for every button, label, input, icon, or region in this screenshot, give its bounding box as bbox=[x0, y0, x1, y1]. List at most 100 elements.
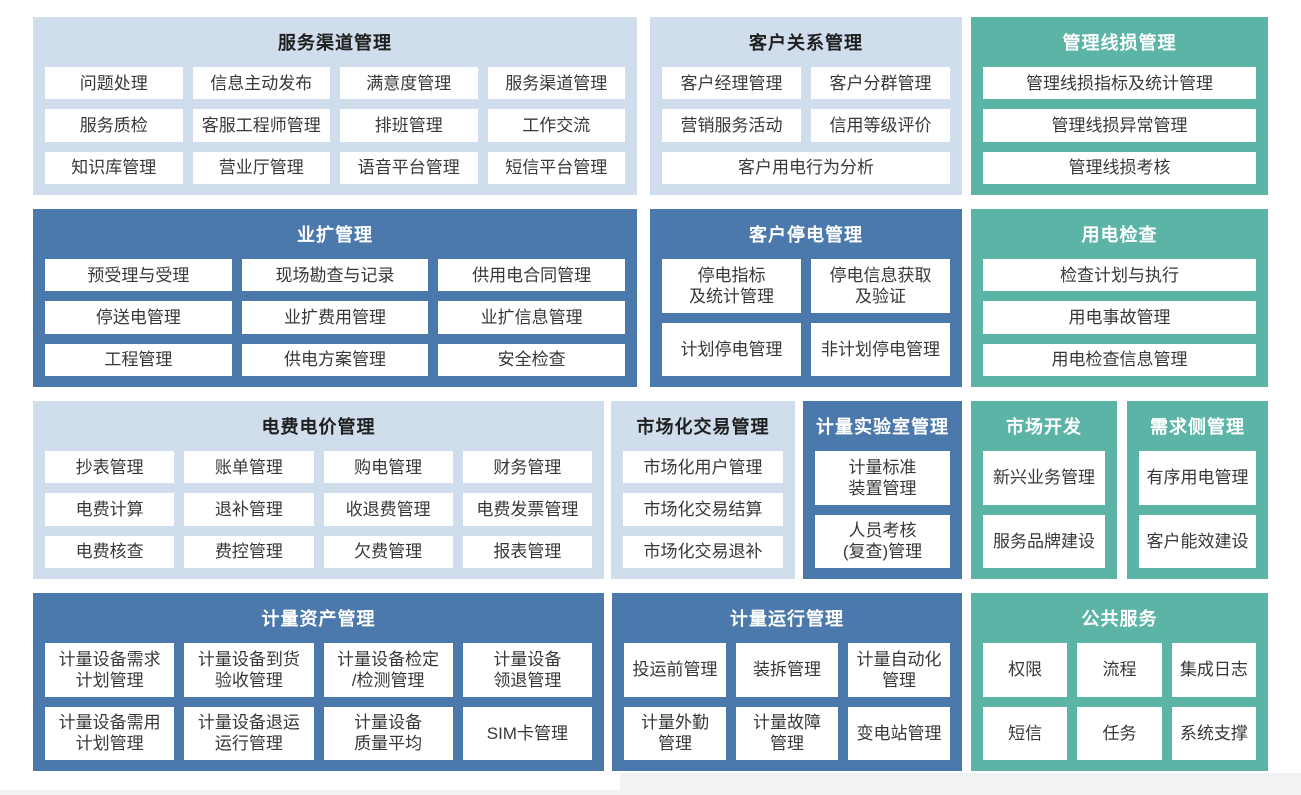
block-items-grid: 市场化用户管理 市场化交易结算 市场化交易退补 bbox=[623, 451, 783, 568]
block-items-grid: 权限 流程 集成日志 短信 任务 系统支撑 bbox=[983, 643, 1256, 760]
module-item: 欠费管理 bbox=[323, 535, 453, 568]
module-item: 营业厅管理 bbox=[192, 151, 330, 184]
module-item: 电费发票管理 bbox=[462, 493, 592, 526]
module-item: 权限 bbox=[983, 643, 1068, 697]
block-public-services: 公共服务 权限 流程 集成日志 短信 任务 系统支撑 bbox=[971, 593, 1268, 771]
block-title: 计量资产管理 bbox=[261, 609, 376, 629]
block-demand-side-management: 需求侧管理 有序用电管理 客户能效建设 bbox=[1127, 401, 1268, 579]
block-title: 服务渠道管理 bbox=[278, 33, 392, 53]
module-item: 装拆管理 bbox=[736, 643, 838, 697]
block-title: 业扩管理 bbox=[297, 225, 373, 245]
module-item: 供电方案管理 bbox=[241, 343, 429, 376]
module-item: 排班管理 bbox=[340, 109, 478, 142]
module-item: 预受理与受理 bbox=[45, 259, 232, 292]
block-items-grid: 预受理与受理 现场勘查与记录 供用电合同管理 停送电管理 业扩费用管理 业扩信息… bbox=[45, 259, 625, 376]
block-items-grid: 停电指标 及统计管理 停电信息获取 及验证 计划停电管理 非计划停电管理 bbox=[662, 259, 950, 376]
block-title: 电费电价管理 bbox=[261, 417, 376, 437]
module-item: 电费核查 bbox=[45, 535, 175, 568]
page-edge-shadow bbox=[620, 773, 1301, 795]
module-item: 知识库管理 bbox=[45, 151, 183, 184]
block-power-usage-inspection: 用电检查 检查计划与执行 用电事故管理 用电检查信息管理 bbox=[971, 209, 1268, 387]
block-title: 客户停电管理 bbox=[749, 225, 863, 245]
module-item: 计量标准 装置管理 bbox=[815, 451, 950, 505]
module-item: 账单管理 bbox=[184, 451, 314, 484]
block-service-channel-management: 服务渠道管理 问题处理 信息主动发布 满意度管理 服务渠道管理 服务质检 客服工… bbox=[33, 17, 637, 195]
block-title: 计量实验室管理 bbox=[816, 417, 949, 437]
module-item: 有序用电管理 bbox=[1139, 451, 1256, 505]
module-item: 市场化交易结算 bbox=[623, 493, 783, 526]
module-item: 客户分群管理 bbox=[811, 67, 950, 100]
module-item: 集成日志 bbox=[1171, 643, 1256, 697]
module-item: 管理线损异常管理 bbox=[983, 109, 1256, 142]
block-business-expansion-management: 业扩管理 预受理与受理 现场勘查与记录 供用电合同管理 停送电管理 业扩费用管理… bbox=[33, 209, 637, 387]
block-electricity-fee-price-management: 电费电价管理 抄表管理 账单管理 购电管理 财务管理 电费计算 退补管理 收退费… bbox=[33, 401, 604, 579]
block-items-grid: 问题处理 信息主动发布 满意度管理 服务渠道管理 服务质检 客服工程师管理 排班… bbox=[45, 67, 625, 184]
module-item: 非计划停电管理 bbox=[811, 322, 950, 376]
module-item: 市场化交易退补 bbox=[623, 535, 783, 568]
module-item: 计量外勤 管理 bbox=[624, 706, 726, 760]
module-item: 退补管理 bbox=[184, 493, 314, 526]
module-item: 问题处理 bbox=[45, 67, 183, 100]
module-item: 计量设备需求 计划管理 bbox=[45, 643, 175, 697]
module-item: 计量故障 管理 bbox=[736, 706, 838, 760]
module-item: 服务渠道管理 bbox=[487, 67, 625, 100]
module-item: 财务管理 bbox=[462, 451, 592, 484]
module-item: 供用电合同管理 bbox=[438, 259, 625, 292]
block-customer-relationship-management: 客户关系管理 客户经理管理 客户分群管理 营销服务活动 信用等级评价 客户用电行… bbox=[650, 17, 962, 195]
block-title: 用电检查 bbox=[1081, 225, 1158, 245]
block-metering-lab-management: 计量实验室管理 计量标准 装置管理 人员考核 (复查)管理 bbox=[803, 401, 962, 579]
module-item: 用电检查信息管理 bbox=[983, 343, 1256, 376]
module-item: 市场化用户管理 bbox=[623, 451, 783, 484]
module-item: 营销服务活动 bbox=[662, 109, 801, 142]
block-customer-outage-management: 客户停电管理 停电指标 及统计管理 停电信息获取 及验证 计划停电管理 非计划停… bbox=[650, 209, 962, 387]
block-title: 市场化交易管理 bbox=[636, 417, 770, 437]
module-item: 计量设备退运 运行管理 bbox=[184, 706, 314, 760]
module-item: 检查计划与执行 bbox=[983, 259, 1256, 292]
block-items-grid: 计量设备需求 计划管理 计量设备到货 验收管理 计量设备检定 /检测管理 计量设… bbox=[45, 643, 592, 760]
module-item: 计量设备需用 计划管理 bbox=[45, 706, 175, 760]
block-items-grid: 有序用电管理 客户能效建设 bbox=[1139, 451, 1256, 568]
module-item: 计划停电管理 bbox=[662, 322, 801, 376]
block-market-transaction-management: 市场化交易管理 市场化用户管理 市场化交易结算 市场化交易退补 bbox=[611, 401, 795, 579]
module-item: 服务质检 bbox=[45, 109, 183, 142]
module-item: 信息主动发布 bbox=[192, 67, 330, 100]
block-metering-operation-management: 计量运行管理 投运前管理 装拆管理 计量自动化 管理 计量外勤 管理 计量故障 … bbox=[612, 593, 962, 771]
module-item: 停电信息获取 及验证 bbox=[811, 259, 950, 313]
module-item: 短信 bbox=[983, 706, 1068, 760]
module-item: SIM卡管理 bbox=[462, 706, 592, 760]
module-item: 计量自动化 管理 bbox=[848, 643, 950, 697]
page-bottom-edge bbox=[0, 790, 1301, 795]
block-title: 计量运行管理 bbox=[730, 609, 844, 629]
module-item: 短信平台管理 bbox=[487, 151, 625, 184]
block-metering-asset-management: 计量资产管理 计量设备需求 计划管理 计量设备到货 验收管理 计量设备检定 /检… bbox=[33, 593, 604, 771]
module-item: 停电指标 及统计管理 bbox=[662, 259, 801, 313]
module-item: 计量设备检定 /检测管理 bbox=[323, 643, 453, 697]
module-item: 流程 bbox=[1077, 643, 1162, 697]
module-item: 语音平台管理 bbox=[340, 151, 478, 184]
module-item: 服务品牌建设 bbox=[983, 514, 1105, 568]
module-item: 客服工程师管理 bbox=[192, 109, 330, 142]
module-item: 客户用电行为分析 bbox=[662, 151, 950, 184]
module-item: 人员考核 (复查)管理 bbox=[815, 514, 950, 568]
module-item: 计量设备到货 验收管理 bbox=[184, 643, 314, 697]
module-item: 新兴业务管理 bbox=[983, 451, 1105, 505]
module-item: 抄表管理 bbox=[45, 451, 175, 484]
block-items-grid: 投运前管理 装拆管理 计量自动化 管理 计量外勤 管理 计量故障 管理 变电站管… bbox=[624, 643, 950, 760]
block-title: 客户关系管理 bbox=[749, 33, 863, 53]
module-item: 费控管理 bbox=[184, 535, 314, 568]
block-items-grid: 抄表管理 账单管理 购电管理 财务管理 电费计算 退补管理 收退费管理 电费发票… bbox=[45, 451, 592, 568]
module-item: 管理线损考核 bbox=[983, 151, 1256, 184]
block-items-grid: 客户经理管理 客户分群管理 营销服务活动 信用等级评价 客户用电行为分析 bbox=[662, 67, 950, 184]
module-item: 工作交流 bbox=[487, 109, 625, 142]
module-item: 安全检查 bbox=[438, 343, 625, 376]
block-items-grid: 计量标准 装置管理 人员考核 (复查)管理 bbox=[815, 451, 950, 568]
module-item: 投运前管理 bbox=[624, 643, 726, 697]
module-item: 用电事故管理 bbox=[983, 301, 1256, 334]
module-item: 工程管理 bbox=[45, 343, 232, 376]
block-items-grid: 管理线损指标及统计管理 管理线损异常管理 管理线损考核 bbox=[983, 67, 1256, 184]
module-item: 现场勘查与记录 bbox=[241, 259, 429, 292]
module-item: 业扩费用管理 bbox=[241, 301, 429, 334]
module-item: 计量设备 质量平均 bbox=[323, 706, 453, 760]
module-item: 报表管理 bbox=[462, 535, 592, 568]
